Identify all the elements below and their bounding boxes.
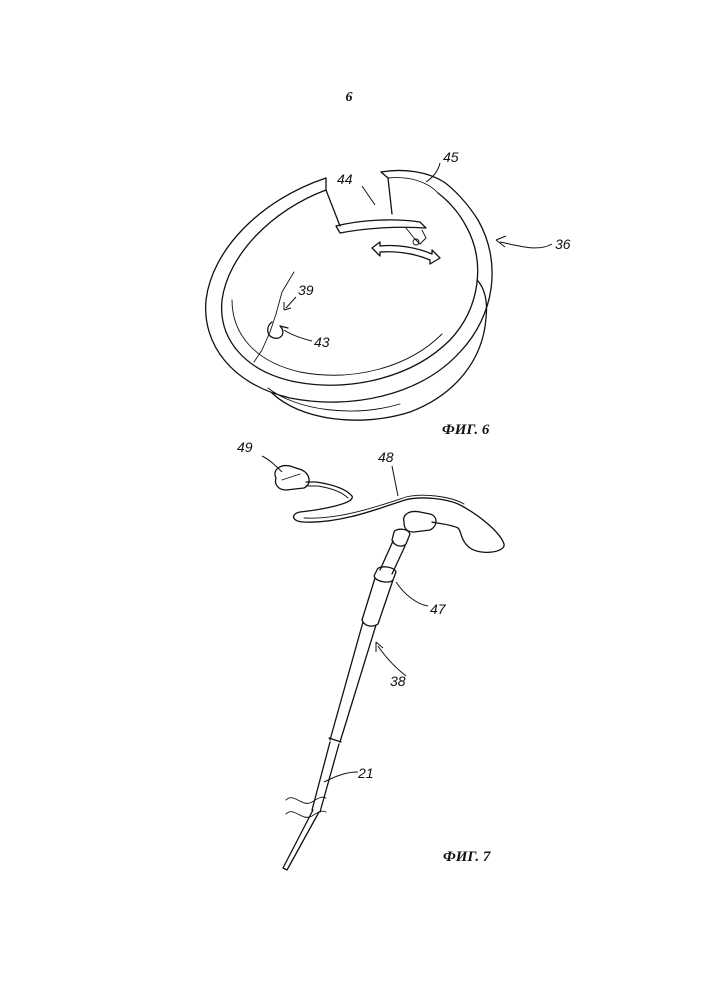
label-43: 43: [314, 334, 330, 350]
slider-clip: [406, 228, 426, 244]
ring-assembly: [206, 170, 492, 420]
leader-38-arrow: [376, 642, 383, 652]
leader-36-arrow: [496, 236, 506, 247]
label-21: 21: [357, 765, 374, 781]
rod: [283, 810, 319, 870]
pole-shaft-joint: [329, 738, 341, 742]
ring-bottom-band: [272, 280, 487, 420]
slider-track: [336, 220, 426, 233]
label-49: 49: [237, 439, 253, 455]
notch-cutline: [254, 272, 294, 362]
leader-44: [362, 186, 375, 205]
handle-grip: [362, 578, 393, 626]
ring-inner-edge: [232, 300, 442, 375]
figure6-caption: ФИГ. 6: [442, 422, 490, 438]
ring-inner-rim: [222, 190, 478, 385]
handle-top: [392, 529, 410, 546]
label-39: 39: [298, 282, 314, 298]
cord-second-strand: [304, 486, 464, 518]
ring-bottom-inner: [268, 388, 400, 411]
double-arrow-icon: [372, 242, 440, 264]
ring-top-edge: [381, 170, 444, 182]
ring-slot-right-edge: [381, 172, 392, 214]
figure7-caption: ФИГ. 7: [443, 849, 491, 865]
carabiner-gate: [282, 474, 300, 480]
handle-carabiner-icon: [404, 511, 436, 532]
leader-39: [286, 297, 296, 308]
leader-38: [378, 646, 406, 676]
leader-48: [392, 466, 398, 496]
page-number: 6: [346, 90, 353, 105]
leader-47: [396, 582, 428, 606]
label-47: 47: [430, 601, 447, 617]
leader-43: [284, 330, 312, 341]
label-36: 36: [555, 236, 571, 252]
label-48: 48: [378, 449, 394, 465]
leader-49: [262, 456, 282, 472]
carabiner-icon: [275, 466, 309, 490]
ring-outer-rim: [206, 178, 492, 402]
ring-top-inner-edge: [388, 178, 438, 193]
pole-shaft-outer: [330, 622, 376, 742]
leader-36: [500, 242, 552, 248]
label-44: 44: [337, 171, 353, 187]
break-mark-icon: [286, 797, 326, 817]
label-38: 38: [390, 673, 406, 689]
pole-assembly: [275, 466, 504, 870]
label-45: 45: [443, 149, 459, 165]
